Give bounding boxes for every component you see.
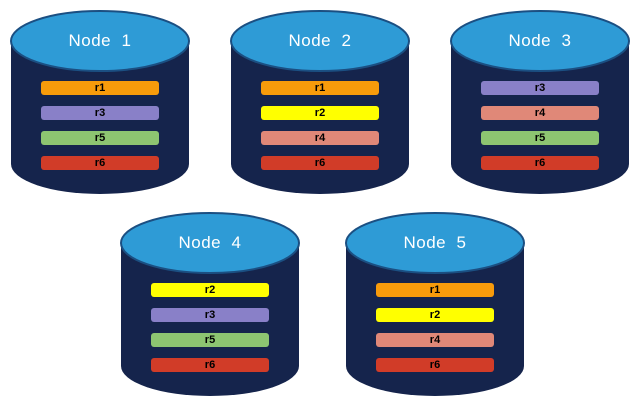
- replica-bar[interactable]: r1: [376, 283, 494, 297]
- replica-list: r3 r4 r5 r6: [450, 81, 630, 170]
- replica-bar[interactable]: r3: [481, 81, 599, 95]
- replica-list: r1 r2 r4 r6: [345, 283, 525, 372]
- replica-bar[interactable]: r4: [376, 333, 494, 347]
- cylinder-shape: [450, 10, 630, 194]
- replica-bar[interactable]: r6: [481, 156, 599, 170]
- cylinder-top-ellipse: [10, 10, 190, 72]
- cylinder-top-ellipse: [450, 10, 630, 72]
- replica-bar[interactable]: r3: [151, 308, 269, 322]
- replica-list: r1 r3 r5 r6: [10, 81, 190, 170]
- replica-bar[interactable]: r5: [481, 131, 599, 145]
- replica-bar[interactable]: r6: [41, 156, 159, 170]
- replica-bar[interactable]: r5: [41, 131, 159, 145]
- replica-bar[interactable]: r6: [151, 358, 269, 372]
- replica-bar[interactable]: r5: [151, 333, 269, 347]
- replica-bar[interactable]: r6: [376, 358, 494, 372]
- replica-bar[interactable]: r2: [151, 283, 269, 297]
- replica-bar[interactable]: r1: [261, 81, 379, 95]
- replica-bar[interactable]: r2: [261, 106, 379, 120]
- replica-list: r2 r3 r5 r6: [120, 283, 300, 372]
- replica-list: r1 r2 r4 r6: [230, 81, 410, 170]
- cylinder-shape: [120, 212, 300, 396]
- cylinder-shape: [10, 10, 190, 194]
- cylinder-shape: [230, 10, 410, 194]
- replica-bar[interactable]: r2: [376, 308, 494, 322]
- cylinder-top-ellipse: [120, 212, 300, 274]
- cylinder-top-ellipse: [345, 212, 525, 274]
- cylinder-shape: [345, 212, 525, 396]
- replica-bar[interactable]: r6: [261, 156, 379, 170]
- cylinder-top-ellipse: [230, 10, 410, 72]
- replica-bar[interactable]: r3: [41, 106, 159, 120]
- replica-bar[interactable]: r4: [481, 106, 599, 120]
- replica-bar[interactable]: r4: [261, 131, 379, 145]
- replica-bar[interactable]: r1: [41, 81, 159, 95]
